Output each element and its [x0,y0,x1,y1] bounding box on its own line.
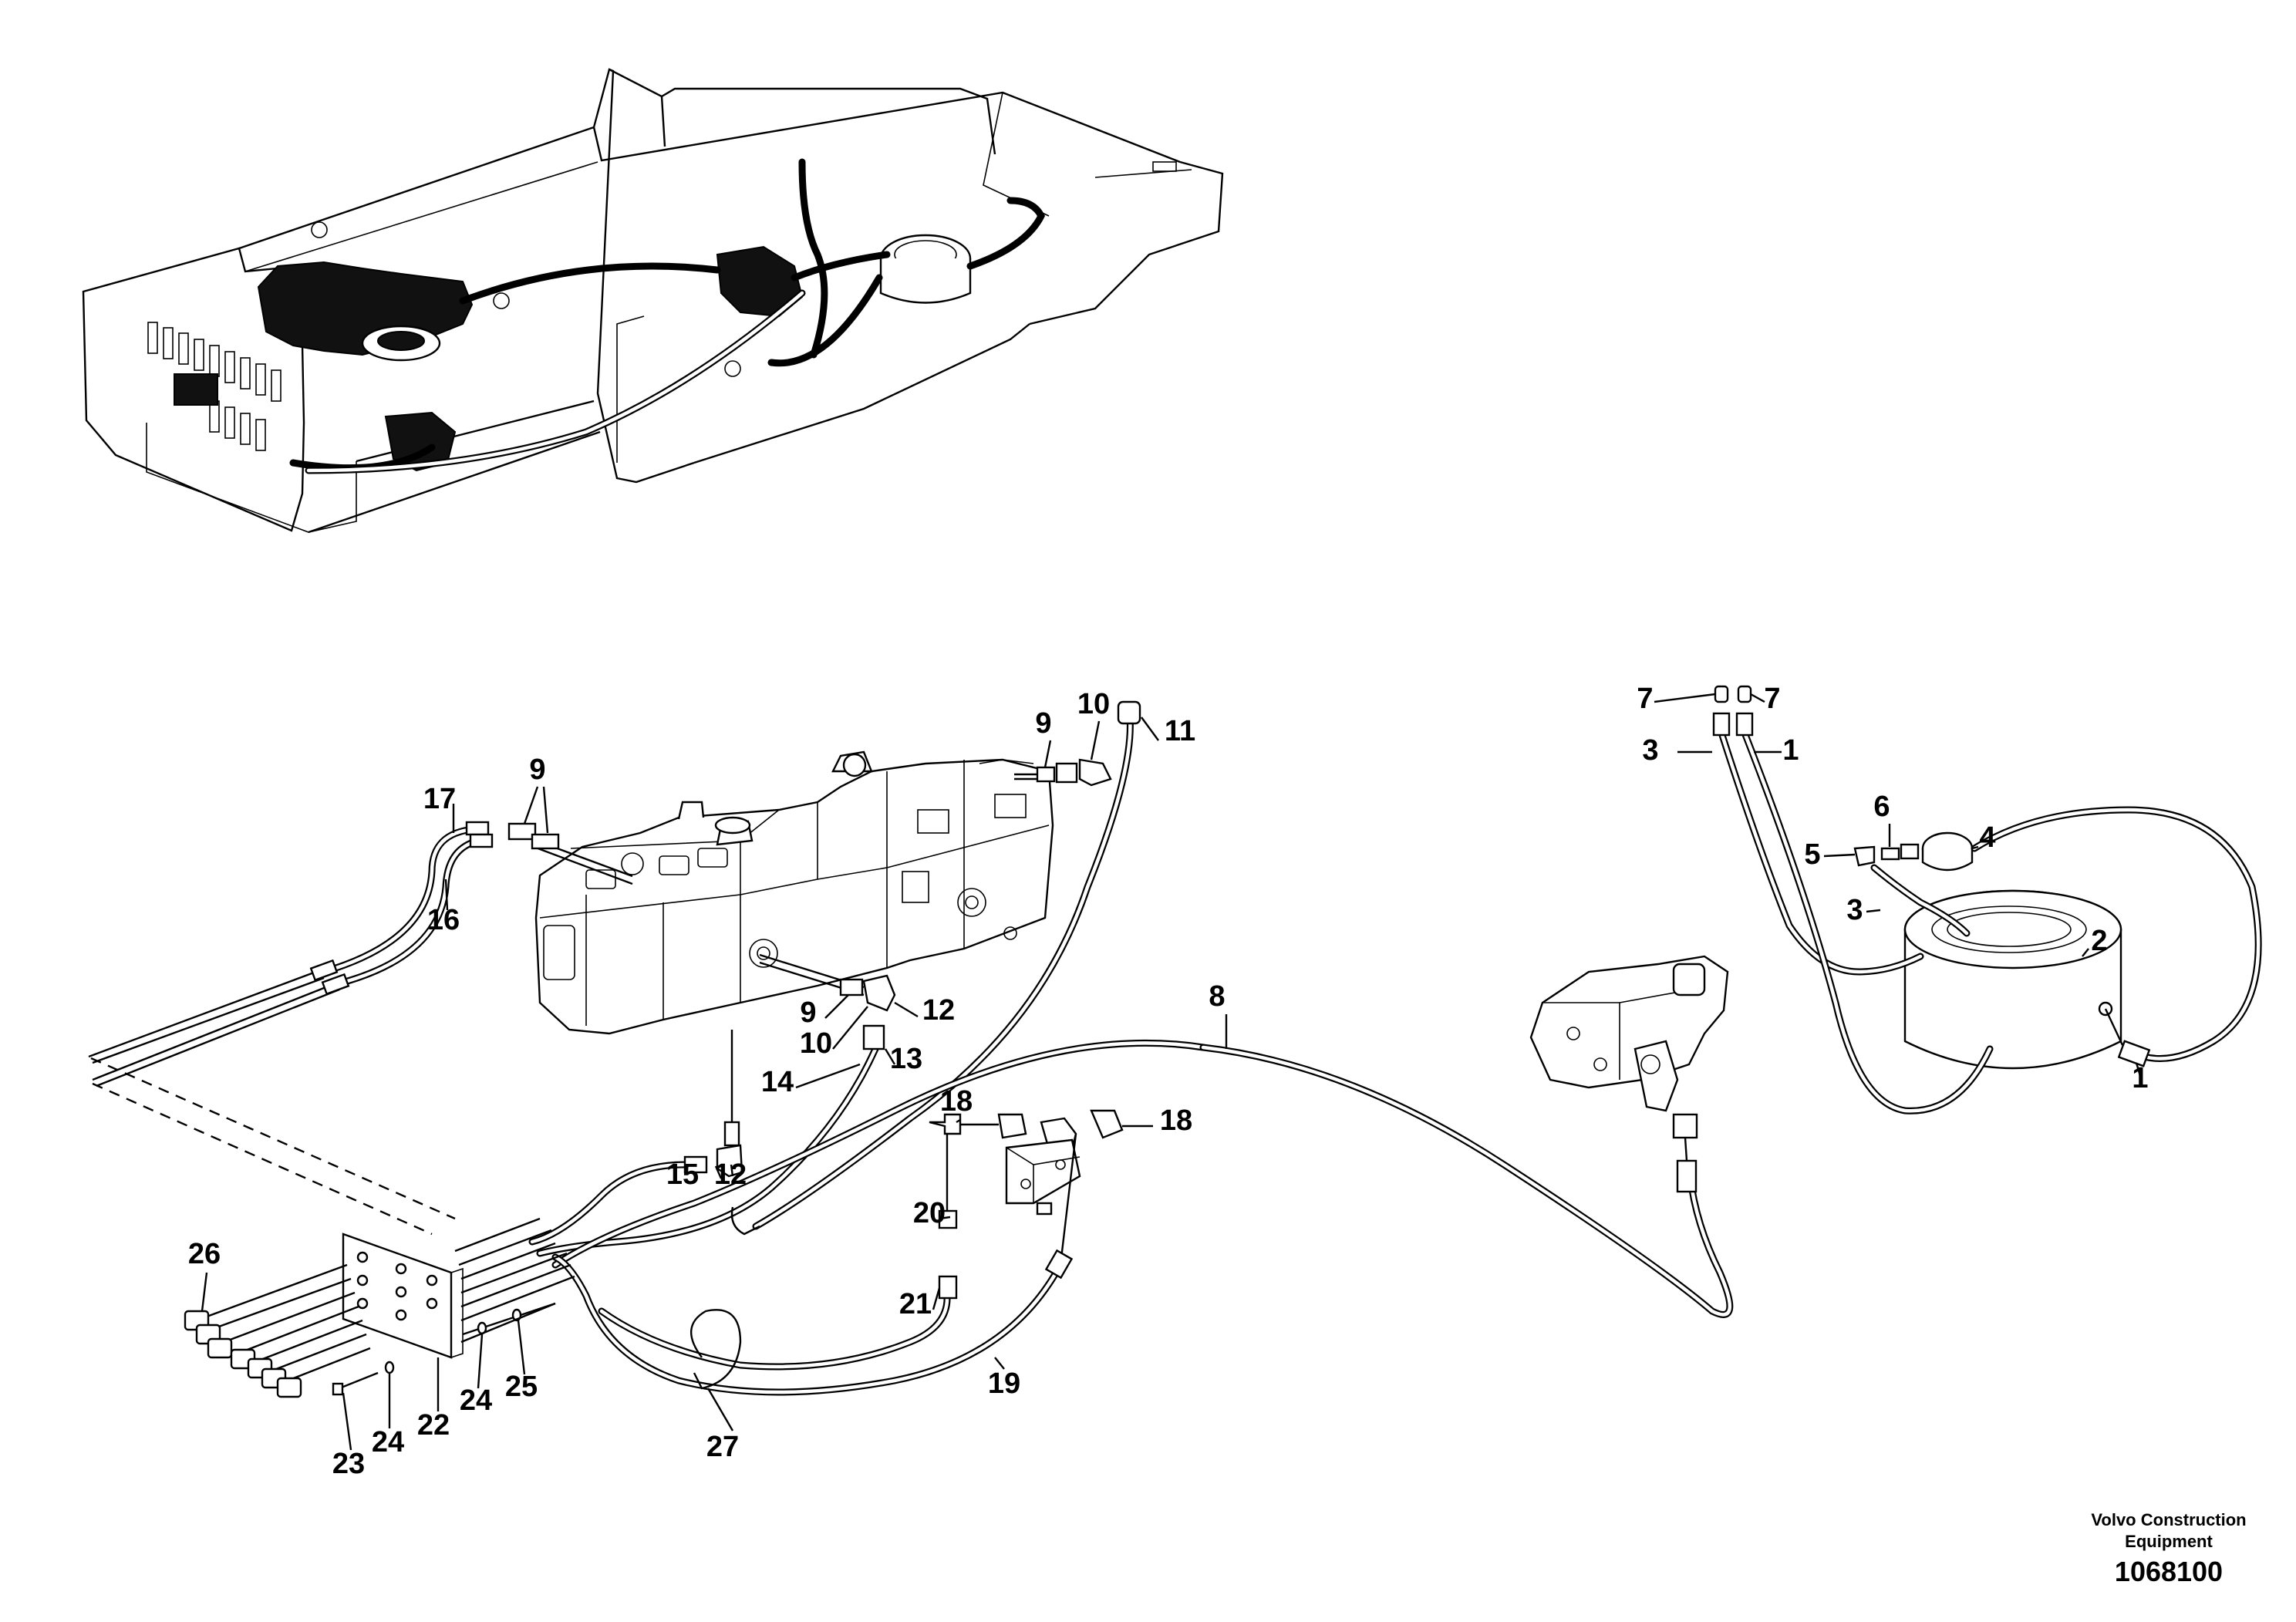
callout-23: 23 [332,1448,365,1480]
caption-line-2: Equipment [2125,1532,2213,1551]
callout-4: 4 [1979,821,1995,854]
callout-18: 18 [940,1085,973,1118]
chassis-rails [238,68,1224,534]
leader-lines [201,693,2142,1451]
callout-7: 7 [1764,683,1780,715]
callout-18: 18 [1160,1104,1192,1137]
callout-6: 6 [1873,791,1890,823]
callout-16: 16 [427,904,460,936]
callout-21: 21 [899,1288,932,1320]
callout-3: 3 [1846,894,1863,926]
callout-20: 20 [913,1197,946,1229]
callout-3: 3 [1642,734,1658,767]
bulkhead-plate [184,1217,575,1398]
callout-1: 1 [1782,734,1799,767]
publisher-caption: Volvo Construction Equipment 1068100 [2091,1510,2246,1587]
callout-22: 22 [417,1409,450,1442]
callout-8: 8 [1209,980,1225,1013]
callout-7: 7 [1637,683,1653,715]
main-pump-assembly [534,750,1054,1035]
rear-frame-plate [82,247,357,533]
right-components [1529,685,2262,1193]
main-fittings [309,700,1141,1300]
callout-27: 27 [706,1431,739,1463]
callout-2: 2 [2091,925,2107,957]
callout-11: 11 [1165,715,1195,747]
document-number: 1068100 [2115,1556,2223,1587]
callout-24: 24 [372,1426,404,1458]
machine-overview [82,68,1224,534]
callout-9: 9 [800,996,816,1029]
callout-12: 12 [922,994,955,1027]
callout-9: 9 [529,754,545,786]
callout-1: 1 [2132,1062,2148,1094]
callout-10: 10 [1077,688,1110,720]
callout-12: 12 [714,1158,747,1191]
callout-26: 26 [188,1238,221,1270]
caption-line-1: Volvo Construction [2091,1510,2246,1529]
callout-5: 5 [1804,838,1820,871]
callout-9: 9 [1035,707,1051,740]
callout-19: 19 [988,1367,1020,1400]
callout-labels: 1 1 2 3 3 4 5 6 7 7 8 9 9 9 10 10 11 12 … [188,683,2149,1480]
callout-13: 13 [890,1043,922,1075]
overview-pumps [257,234,972,472]
overview-hoses [289,158,1046,474]
callout-24: 24 [460,1384,492,1417]
callout-15: 15 [666,1158,699,1191]
callout-14: 14 [761,1066,794,1098]
callout-17: 17 [423,783,456,815]
callout-25: 25 [505,1371,538,1403]
callout-10: 10 [800,1027,832,1060]
main-hoses [88,713,1734,1396]
